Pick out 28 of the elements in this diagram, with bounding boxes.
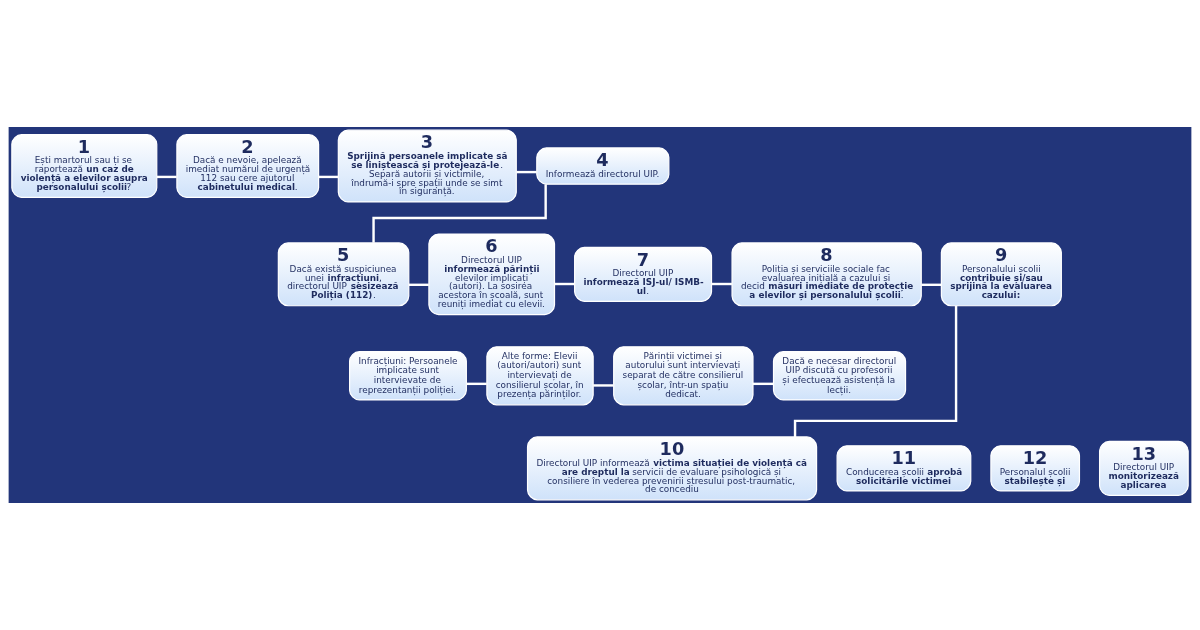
connector bbox=[156, 175, 177, 179]
node-box: 12 Personalul școlii stabilește și bbox=[990, 445, 1081, 492]
node-box: Alte forme: Elevii (autori/autori) sunt intervievați de consilierul școlar, în prezența părinților. bbox=[486, 346, 594, 406]
node-box: 10 Directorul UIP informează victima situației de violență că are dreptul la servicii de evaluare psihologică și consiliere în vederea prevenirii stresului post-traumatic, de concediu bbox=[526, 436, 818, 501]
connector bbox=[318, 175, 339, 179]
connector bbox=[554, 282, 575, 286]
node-box: Părinții victimei și autorului sunt intervievați separat de către consilierul școlar, într-un spațiu dedicat. bbox=[613, 346, 754, 406]
node-box: 7 Directorul UIP informează ISJ-ul/ ISMB-ul. bbox=[574, 246, 713, 302]
node-box: 2 Dacă e nevoie, apelează imediat numărul de urgență 112 sau cere ajutorul cabinetului medical. bbox=[176, 134, 320, 199]
connector bbox=[711, 282, 732, 286]
node-box: 1 Ești martorul sau ți se raportează un caz de violență a elevilor asupra personalului școlii? bbox=[11, 134, 158, 199]
node-box: Dacă e necesar directorul UIP discută cu profesorii și efectuează asistență la lecții. bbox=[772, 351, 907, 401]
node-box: 3 Sprijină persoanele implicate să se liniștească și protejează-le. Separă autorii și victimile, îndrumă-i spre spații unde se simt în siguranță. bbox=[337, 129, 517, 203]
node-box: 11 Conducerea școlii aprobă solicitările victimei bbox=[836, 445, 972, 492]
connector bbox=[466, 382, 487, 386]
node-box: 9 Personalului școlii contribuie și/sau sprijină la evaluarea cazului: bbox=[940, 242, 1062, 307]
node-box: 8 Poliția și serviciile sociale fac evaluarea inițială a cazului și decid măsuri imediate de protecție a elevilor și personalului școlii. bbox=[731, 242, 922, 307]
node-box: 6 Directorul UIP informează părinții elevilor implicați (autori). La sosirea acestora în școală, sunt reuniți imediat cu elevii. bbox=[428, 233, 556, 316]
node-box: Infracțiuni: Persoanele implicate sunt intervievate de reprezentanții poliției. bbox=[349, 351, 467, 401]
connector bbox=[921, 283, 942, 286]
connector bbox=[516, 170, 537, 174]
node-box: 5 Dacă există suspiciunea unei infracțiuni, directorul UIP sesizează Poliția (112). bbox=[277, 242, 410, 307]
connector bbox=[408, 283, 429, 286]
connector bbox=[593, 384, 614, 387]
node-box: 13 Directorul UIP monitorizează aplicarea bbox=[1099, 440, 1189, 496]
connector bbox=[372, 184, 547, 243]
node-box: 4 Informează directorul UIP. bbox=[536, 147, 670, 185]
connector bbox=[753, 382, 774, 386]
